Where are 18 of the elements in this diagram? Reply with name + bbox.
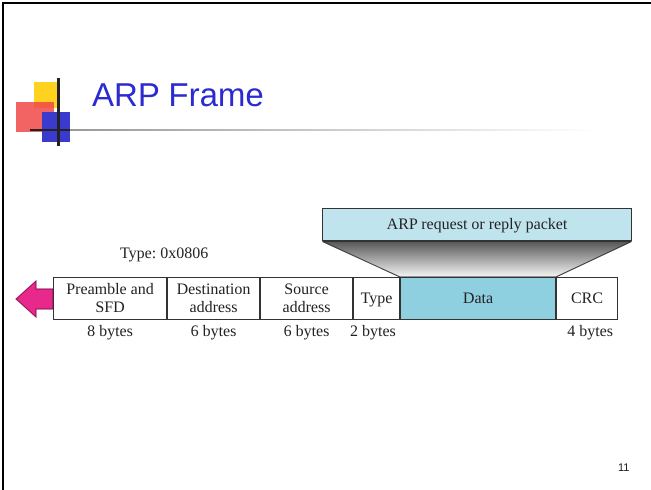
byte-size-label: 6 bytes — [284, 323, 330, 341]
type-value-label: Type: 0x0806 — [120, 245, 208, 263]
slide-title: ARP Frame — [92, 76, 264, 114]
byte-size-label: 2 bytes — [350, 323, 396, 341]
field-label: Destination address — [176, 280, 252, 316]
field-label: Preamble and SFD — [65, 280, 155, 316]
byte-size-label: 8 bytes — [87, 323, 133, 341]
field-label: ARP request or reply packet — [386, 216, 568, 234]
field-label: Source address — [282, 280, 332, 316]
frame-field — [400, 277, 556, 320]
packet-box — [322, 208, 632, 241]
page-number: 11 — [618, 462, 630, 474]
byte-size-label: 6 bytes — [190, 323, 236, 341]
expansion-funnel — [322, 241, 632, 277]
byte-size-label: 4 bytes — [567, 323, 613, 341]
field-label: CRC — [570, 290, 604, 308]
field-label: Type — [360, 290, 394, 308]
field-label: Data — [462, 290, 494, 308]
